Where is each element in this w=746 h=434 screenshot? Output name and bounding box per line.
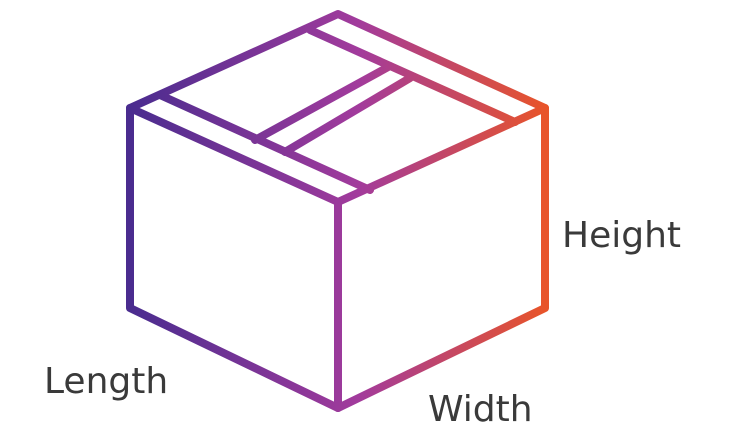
tape-left-outer (160, 95, 370, 190)
height-label: Height (562, 218, 681, 254)
length-label: Length (44, 364, 168, 400)
width-label: Width (428, 392, 533, 428)
